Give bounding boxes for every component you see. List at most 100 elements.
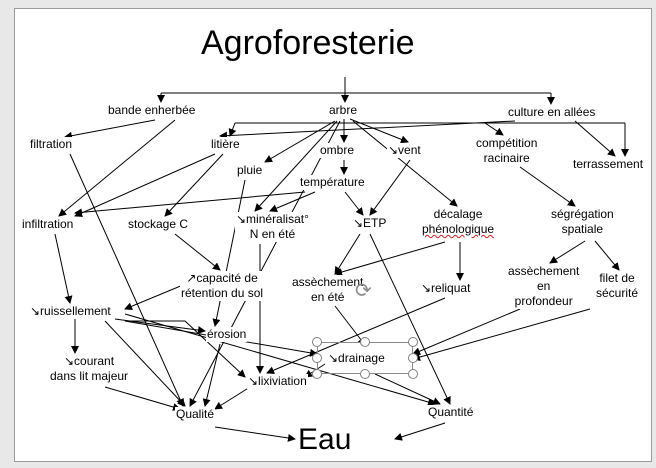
node-segregation-spatiale[interactable]: ségrégation spatiale bbox=[550, 207, 615, 237]
node-temperature[interactable]: température bbox=[299, 175, 366, 190]
resize-handle-bottom-left[interactable] bbox=[312, 369, 322, 379]
edge-ruiss-qualite bbox=[104, 320, 186, 407]
edge-courant-qualite bbox=[104, 386, 181, 411]
edge-decalage-assechement bbox=[334, 241, 446, 276]
node-assechement-ete-line2: en été bbox=[311, 290, 345, 304]
node-infiltration[interactable]: infiltration bbox=[21, 217, 75, 232]
edge-capacite-ruissellement bbox=[124, 284, 184, 311]
node-stockage-c[interactable]: stockage C bbox=[127, 217, 190, 232]
resize-handle-bottom-middle[interactable] bbox=[360, 369, 370, 379]
node-lixiviation[interactable]: ↘lixiviation bbox=[247, 374, 308, 389]
node-ruissellement[interactable]: ↘ruissellement bbox=[29, 304, 112, 319]
node-decalage-phenologique[interactable]: décalage phénologique bbox=[421, 207, 496, 237]
node-mineralisation-line1: ↘minéralisat° bbox=[236, 212, 309, 226]
edge-stockage-capacite bbox=[174, 233, 221, 271]
node-erosion[interactable]: érosion bbox=[206, 327, 248, 342]
node-segregation-line1: ségrégation bbox=[551, 207, 614, 221]
edge-litiere-infiltration bbox=[74, 153, 216, 217]
edge-segregation-filet bbox=[594, 240, 620, 271]
node-culture-allees[interactable]: culture en allées bbox=[507, 105, 597, 120]
edge-qualite-eau bbox=[214, 426, 296, 442]
node-assechement-ete[interactable]: assèchement en été bbox=[291, 275, 365, 305]
node-assechement-prof-line3: profondeur bbox=[514, 294, 573, 308]
node-pluie[interactable]: pluie bbox=[236, 163, 264, 178]
resize-handle-top-left[interactable] bbox=[312, 337, 322, 347]
edge-pluie-erosion bbox=[212, 179, 246, 327]
edge-etp-quantite bbox=[369, 233, 451, 405]
edge-assechprof-drainage bbox=[412, 308, 521, 355]
node-assechement-profondeur[interactable]: assèchement en profondeur bbox=[507, 264, 581, 309]
node-filtration[interactable]: filtration bbox=[29, 137, 74, 152]
edge-reliquat-lixiviation bbox=[266, 297, 446, 374]
edge-bande-filtration bbox=[64, 119, 156, 140]
node-decalage-line2: phénologique bbox=[422, 222, 495, 236]
node-courant-line2: dans lit majeur bbox=[50, 369, 129, 383]
edge-vent-etp bbox=[369, 159, 411, 216]
edge-culture-litiere bbox=[219, 120, 516, 140]
edge-arbre-decalage bbox=[352, 120, 458, 207]
edge-etp-assechement bbox=[334, 233, 361, 275]
edge-segregation-assechprof bbox=[549, 240, 586, 264]
edge-drainage-quantite bbox=[374, 373, 441, 405]
node-etp[interactable]: ↘ETP bbox=[352, 216, 388, 231]
edge-arbre-vent bbox=[349, 118, 409, 144]
node-mineralisation-line2: N en été bbox=[249, 227, 296, 241]
rotate-handle-icon[interactable]: ⟳ bbox=[355, 280, 372, 302]
node-courant-lit-majeur[interactable]: ↘courant dans lit majeur bbox=[49, 354, 130, 384]
node-decalage-line1: décalage bbox=[433, 207, 483, 221]
resize-handle-top-middle[interactable] bbox=[360, 337, 370, 347]
edge-litiere-stockage bbox=[164, 153, 224, 217]
diagram-title[interactable]: Agroforesterie bbox=[201, 24, 415, 62]
node-capacite-line2: rétention du sol bbox=[181, 286, 264, 300]
node-bande-enherbee[interactable]: bande enherbée bbox=[107, 103, 197, 118]
edge-arbre-pluie bbox=[264, 120, 336, 163]
edge-arbre-litiere bbox=[228, 122, 237, 137]
edge-culture-terrassement bbox=[574, 120, 616, 157]
node-competition-line1: compétition bbox=[476, 136, 538, 150]
slide-canvas[interactable]: Agroforesterie bande enherbée arbre cult… bbox=[14, 8, 652, 462]
edge-temperature-etp bbox=[344, 191, 364, 216]
node-vent[interactable]: ↘vent bbox=[387, 143, 422, 158]
node-competition-line2: racinaire bbox=[483, 151, 530, 165]
node-assechement-prof-line2: en bbox=[537, 279, 551, 293]
node-competition[interactable]: compétition racinaire bbox=[475, 136, 539, 166]
edge-lixiviation-qualite bbox=[214, 386, 251, 410]
node-filet-securite[interactable]: filet de sécurité bbox=[595, 271, 640, 301]
diagram-edges bbox=[54, 77, 629, 442]
edge-arbre-competition bbox=[484, 122, 504, 136]
node-assechement-prof-line1: assèchement bbox=[508, 264, 580, 278]
node-mineralisation[interactable]: ↘minéralisat° N en été bbox=[235, 212, 310, 242]
node-terrassement[interactable]: terrassement bbox=[572, 157, 645, 172]
resize-handle-bottom-right[interactable] bbox=[408, 369, 418, 379]
node-qualite[interactable]: Qualité bbox=[175, 407, 216, 422]
node-filet-line2: sécurité bbox=[596, 286, 639, 300]
node-assechement-ete-line1: assèchement bbox=[292, 275, 364, 289]
edge-filet-drainage bbox=[412, 308, 591, 361]
resize-handle-top-right[interactable] bbox=[408, 337, 418, 347]
edge-arbre-mineralisation bbox=[254, 120, 338, 212]
edge-competition-segregation bbox=[519, 166, 576, 207]
node-capacite-retention[interactable]: ↗capacité de rétention du sol bbox=[180, 271, 265, 301]
node-litiere[interactable]: litière bbox=[210, 137, 241, 152]
node-reliquat[interactable]: ↘reliquat bbox=[420, 281, 472, 296]
edge-filtration-qualite bbox=[69, 153, 184, 407]
node-ombre[interactable]: ombre bbox=[319, 143, 356, 158]
edge-bande-infiltration bbox=[58, 119, 176, 217]
node-quantite[interactable]: Quantité bbox=[427, 405, 475, 420]
resize-handle-middle-right[interactable] bbox=[408, 353, 418, 363]
edge-temperature-infiltration bbox=[74, 191, 306, 217]
node-capacite-line1: ↗capacité de bbox=[186, 271, 258, 285]
node-drainage[interactable]: ↘drainage bbox=[328, 351, 385, 365]
edge-arbre-qualite bbox=[189, 120, 341, 407]
node-courant-line1: ↘courant bbox=[63, 354, 115, 368]
edge-temperature-mineralisation bbox=[269, 191, 316, 212]
edge-ruiss-quantite bbox=[124, 313, 436, 406]
edge-quantite-eau bbox=[394, 422, 446, 441]
bottom-title-eau[interactable]: Eau bbox=[298, 423, 352, 456]
resize-handle-middle-left[interactable] bbox=[312, 353, 322, 363]
edge-ruiss-lixiviation bbox=[125, 320, 246, 378]
edge-erosion-qualite bbox=[202, 343, 221, 407]
node-segregation-line2: spatiale bbox=[561, 222, 604, 236]
node-filet-line1: filet de bbox=[599, 271, 635, 285]
node-arbre[interactable]: arbre bbox=[328, 103, 359, 118]
